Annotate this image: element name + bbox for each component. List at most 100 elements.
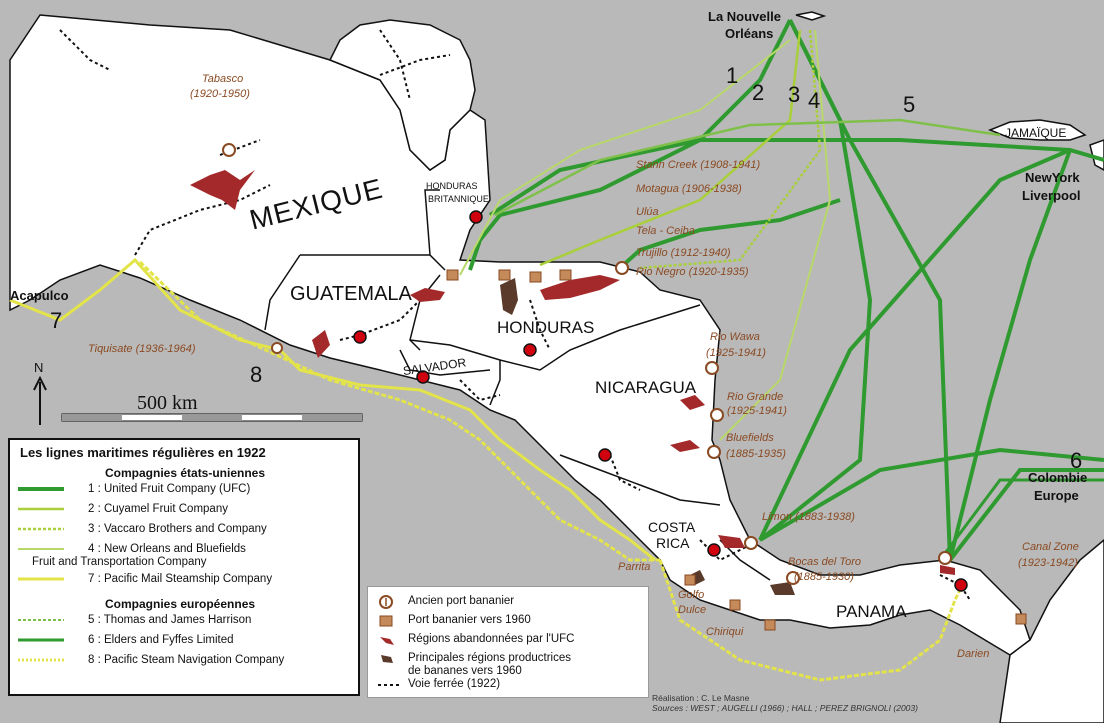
legend-label-ufc: 1 : United Fruit Company (UFC) [88, 483, 251, 495]
legend-label-elders-fyffes: 6 : Elders and Fyffes Limited [88, 634, 234, 646]
dest-liverpool: Liverpool [1022, 188, 1081, 203]
port-canal [938, 551, 952, 565]
legend-section-us: Compagnies états-uniennes [105, 466, 266, 480]
legend-section-eu: Compagnies européennes [105, 597, 256, 611]
port-label-stann-creek: Stann Creek (1908-1941) [636, 159, 760, 171]
port-label-tabasco-1: Tabasco [202, 73, 243, 85]
railways [59, 29, 971, 601]
port-label-darien: Darien [957, 648, 989, 660]
legend2-label-abandoned: Régions abandonnées par l'UFC [408, 633, 575, 645]
port-label-rio-negro: Rio Negro (1920-1935) [636, 266, 749, 278]
legend-row-vaccaro: 3 : Vaccaro Brothers and Company [10, 523, 358, 543]
swatch-cuyamel [18, 503, 64, 515]
legend-label-bluefields-2: Fruit and Transportation Company [32, 556, 207, 568]
swatch-elders-fyffes [18, 634, 64, 646]
dest-nouvelle-orleans-1: La Nouvelle [708, 9, 781, 24]
legend2-row-old-port: Ancien port bananier [368, 595, 648, 614]
capital-belize [469, 210, 483, 224]
legend-label-bluefields-1: 4 : New Orleans and Bluefields [88, 543, 246, 555]
port-limon [744, 536, 758, 550]
route-new-orleans-bluefields [459, 29, 832, 441]
route-number-1: 1 [726, 63, 738, 88]
port-label-limon: Limon (1883-1938) [762, 511, 855, 523]
label-honduras: HONDURAS [497, 318, 594, 337]
legend-row-harrison: 5 : Thomas and James Harrison [10, 614, 358, 634]
route-cuyamel [539, 29, 802, 267]
legend2-label-old-port: Ancien port bananier [408, 595, 515, 607]
production-regions-1960 [500, 278, 795, 595]
legend2-label-port-1960: Port bananier vers 1960 [408, 614, 531, 626]
port-label-bluefields-1: Bluefields [726, 432, 774, 444]
route-number-3: 3 [788, 82, 800, 107]
port-labels: Tabasco (1920-1950) Stann Creek (1908-19… [88, 73, 1079, 660]
port-label-rio-wawa-1: Rio Wawa [710, 331, 760, 343]
swatch-harrison [18, 614, 64, 626]
dest-acapulco: Acapulco [10, 288, 69, 303]
capitals [353, 210, 968, 592]
port1960-golfito [729, 599, 741, 611]
abandoned-region-icon [378, 633, 400, 650]
route-pacific-mail [9, 257, 656, 562]
route-pacific-steam [138, 260, 962, 682]
port-bluefields [707, 445, 721, 459]
legend-label-harrison: 5 : Thomas and James Harrison [88, 614, 252, 626]
scale-bar: 500 km [61, 392, 363, 422]
dest-newyork: NewYork [1025, 170, 1080, 185]
legend-row-elders-fyffes: 6 : Elders and Fyffes Limited [10, 634, 358, 654]
swatch-vaccaro [18, 523, 64, 535]
route-elders-fyffes [938, 478, 1104, 561]
old-banana-ports [222, 143, 952, 585]
production-region-icon [378, 652, 400, 669]
port-bocas [786, 571, 800, 585]
capital-panama [954, 578, 968, 592]
label-honduras-brit-1: HONDURAS [426, 181, 478, 191]
dest-nouvelle-orleans-2: Orléans [725, 26, 773, 41]
legend2-label-railway: Voie ferrée (1922) [408, 678, 501, 690]
legend2-row-production: Principales régions productrices de bana… [368, 652, 648, 678]
legend2-label-production-1: Principales régions productrices [408, 652, 571, 664]
legend-row-bluefields: 4 : New Orleans and Bluefields Fruit and… [10, 543, 358, 573]
legend2-label-production: Principales régions productrices de bana… [408, 652, 571, 678]
port-label-golfo-2: Dulce [678, 604, 706, 616]
port-label-bocas-2: (1885-1930) [794, 571, 854, 583]
port-label-parrita: Parrita [618, 561, 650, 573]
ports-1960 [446, 269, 1027, 631]
credits-line-1: Réalisation : C. Le Masne [652, 693, 750, 703]
label-nicaragua: NICARAGUA [595, 378, 697, 397]
legend-row-pacific-steam: 8 : Pacific Steam Navigation Company [10, 654, 358, 674]
swatch-pacific-steam [18, 654, 64, 666]
north-label: N [34, 360, 43, 375]
dest-colombie: Colombie [1028, 470, 1087, 485]
legend2-row-abandoned: Régions abandonnées par l'UFC [368, 633, 648, 652]
route-number-7: 7 [50, 308, 62, 333]
legend-label-pacific-steam: 8 : Pacific Steam Navigation Company [88, 654, 285, 666]
port1960-quepos [684, 574, 696, 586]
label-costa-rica-1: COSTA [648, 519, 696, 535]
port-1960-icon [378, 614, 400, 631]
dest-europe: Europe [1034, 488, 1079, 503]
route-number-5: 5 [903, 92, 915, 117]
route-number-6: 6 [1070, 448, 1082, 473]
legend-row-cuyamel: 2 : Cuyamel Fruit Company [10, 503, 358, 523]
port1960-darien [1015, 613, 1027, 625]
port-label-trujillo: Trujillo (1912-1940) [636, 247, 731, 259]
label-panama: PANAMA [836, 602, 907, 621]
swatch-bluefields [18, 543, 64, 555]
scale-label: 500 km [137, 392, 198, 414]
port1960-puerto-barrios [446, 269, 459, 281]
port1960-cortes [498, 269, 511, 281]
capital-nicaragua [598, 448, 612, 462]
legend-label-bluefields: 4 : New Orleans and Bluefields Fruit and… [28, 543, 246, 569]
legend2-row-railway: Voie ferrée (1922) [368, 678, 648, 697]
label-guatemala: GUATEMALA [290, 283, 413, 305]
legend-label-cuyamel: 2 : Cuyamel Fruit Company [88, 503, 228, 515]
port-label-rio-wawa-2: (1925-1941) [706, 347, 766, 359]
port1960-ceiba [559, 269, 572, 281]
legend2-row-port-1960: Port bananier vers 1960 [368, 614, 648, 633]
swatch-pacific-mail [18, 573, 64, 585]
port-label-rio-grande-1: Rio Grande [727, 391, 783, 403]
credits-line-2: Sources : WEST ; AUGELLI (1966) ; HALL ;… [652, 703, 918, 713]
legend-label-vaccaro: 3 : Vaccaro Brothers and Company [88, 523, 267, 535]
